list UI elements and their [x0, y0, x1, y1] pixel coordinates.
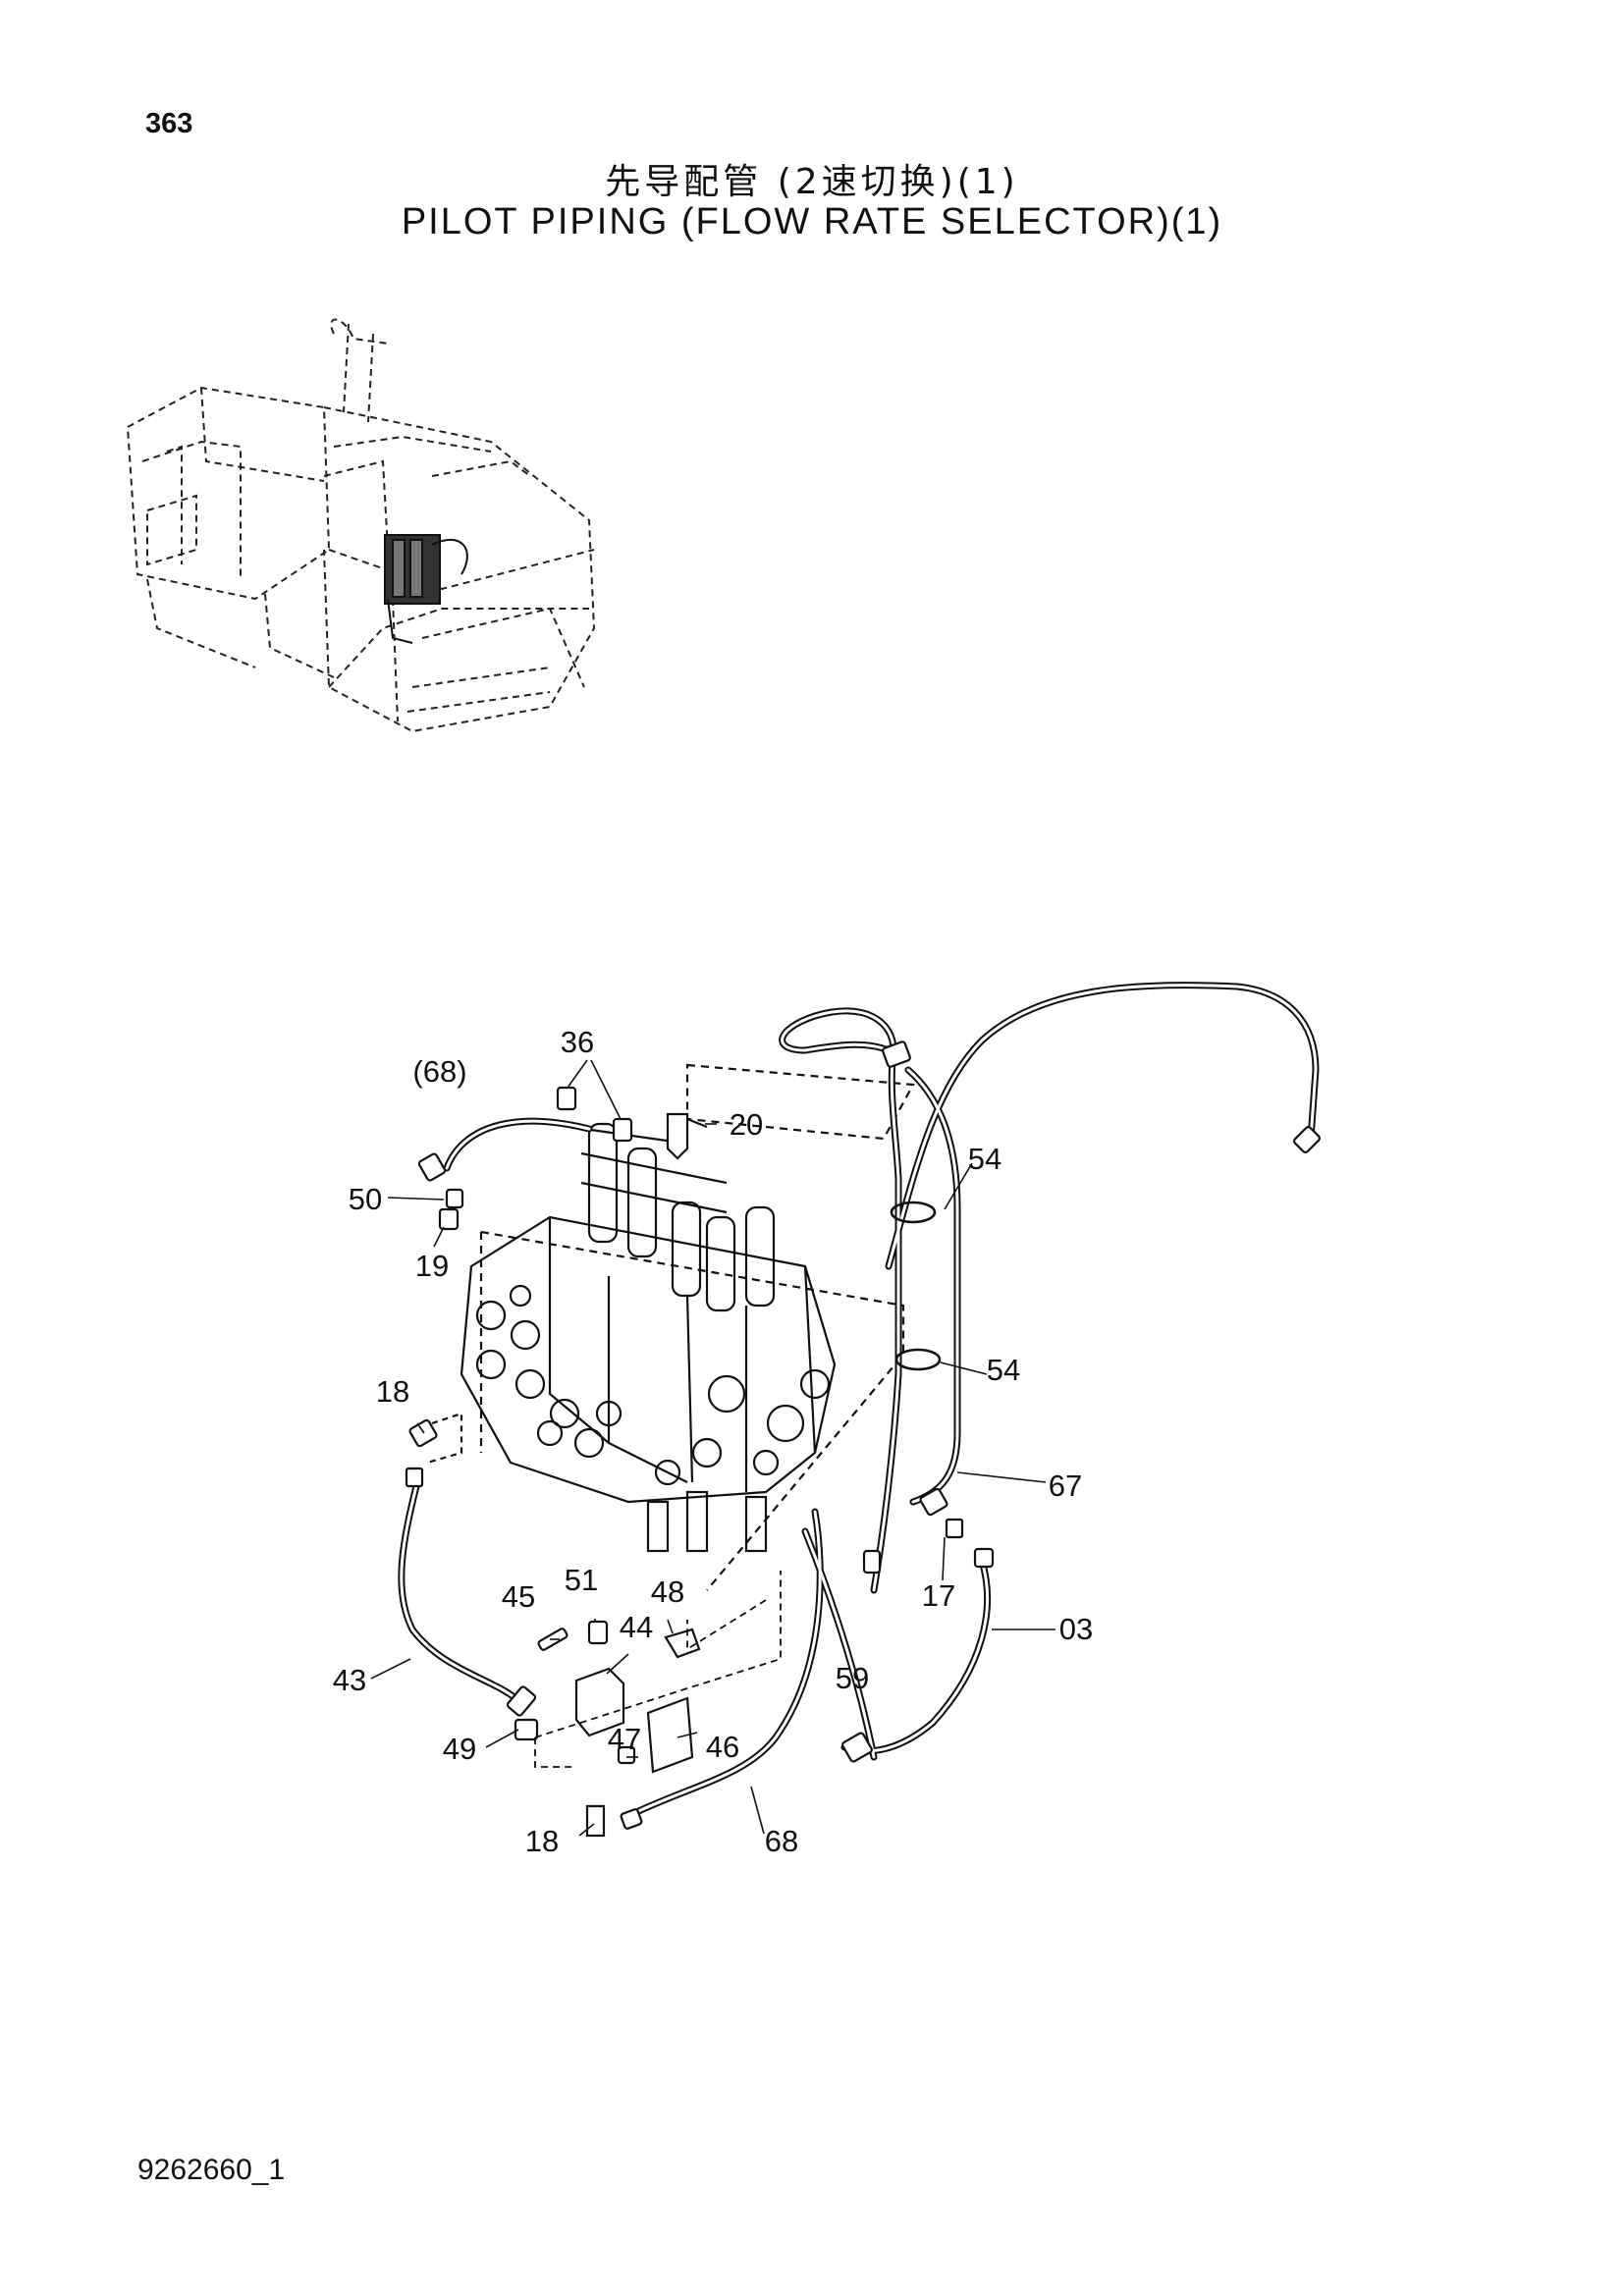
- leader-lines: [370, 1059, 1056, 1837]
- callout-20: 20: [730, 1107, 763, 1142]
- callout-59: 59: [836, 1661, 869, 1695]
- callout-49: 49: [443, 1732, 476, 1766]
- callout-43: 43: [333, 1663, 366, 1697]
- control-valve-assembly: [426, 1063, 915, 1591]
- title-english: PILOT PIPING (FLOW RATE SELECTOR)(1): [401, 201, 1223, 242]
- callout-19: 19: [415, 1249, 449, 1283]
- callout-18-lower: 18: [525, 1824, 559, 1858]
- hose-clamps: [890, 1201, 942, 1371]
- fittings: [405, 1041, 1321, 1838]
- callout-18-upper: 18: [376, 1374, 409, 1409]
- callout-03: 03: [1059, 1612, 1093, 1646]
- callout-67: 67: [1049, 1468, 1082, 1503]
- title-chinese: 先导配管 (2速切换)(1): [605, 162, 1019, 202]
- callout-54-lower: 54: [987, 1353, 1020, 1387]
- document-id: 9262660_1: [137, 2154, 286, 2186]
- overview-valve-highlight: [384, 534, 468, 644]
- callout-51: 51: [565, 1563, 598, 1597]
- callout-47: 47: [608, 1722, 641, 1756]
- callout-54-upper: 54: [968, 1142, 1001, 1176]
- callout-50: 50: [349, 1182, 382, 1216]
- callout-68-top: (68): [412, 1054, 466, 1089]
- callout-17: 17: [922, 1578, 955, 1613]
- callout-48: 48: [651, 1575, 684, 1609]
- assembly-guide-lines: [534, 1571, 782, 1768]
- hoses-inner: [400, 984, 1318, 1818]
- callout-46: 46: [706, 1730, 739, 1764]
- machine-overview-illustration: [126, 318, 596, 733]
- callout-36: 36: [561, 1025, 594, 1059]
- page-number: 363: [145, 108, 193, 139]
- callout-45: 45: [502, 1579, 535, 1614]
- callout-44: 44: [620, 1610, 653, 1644]
- callout-68-bottom: 68: [765, 1824, 798, 1858]
